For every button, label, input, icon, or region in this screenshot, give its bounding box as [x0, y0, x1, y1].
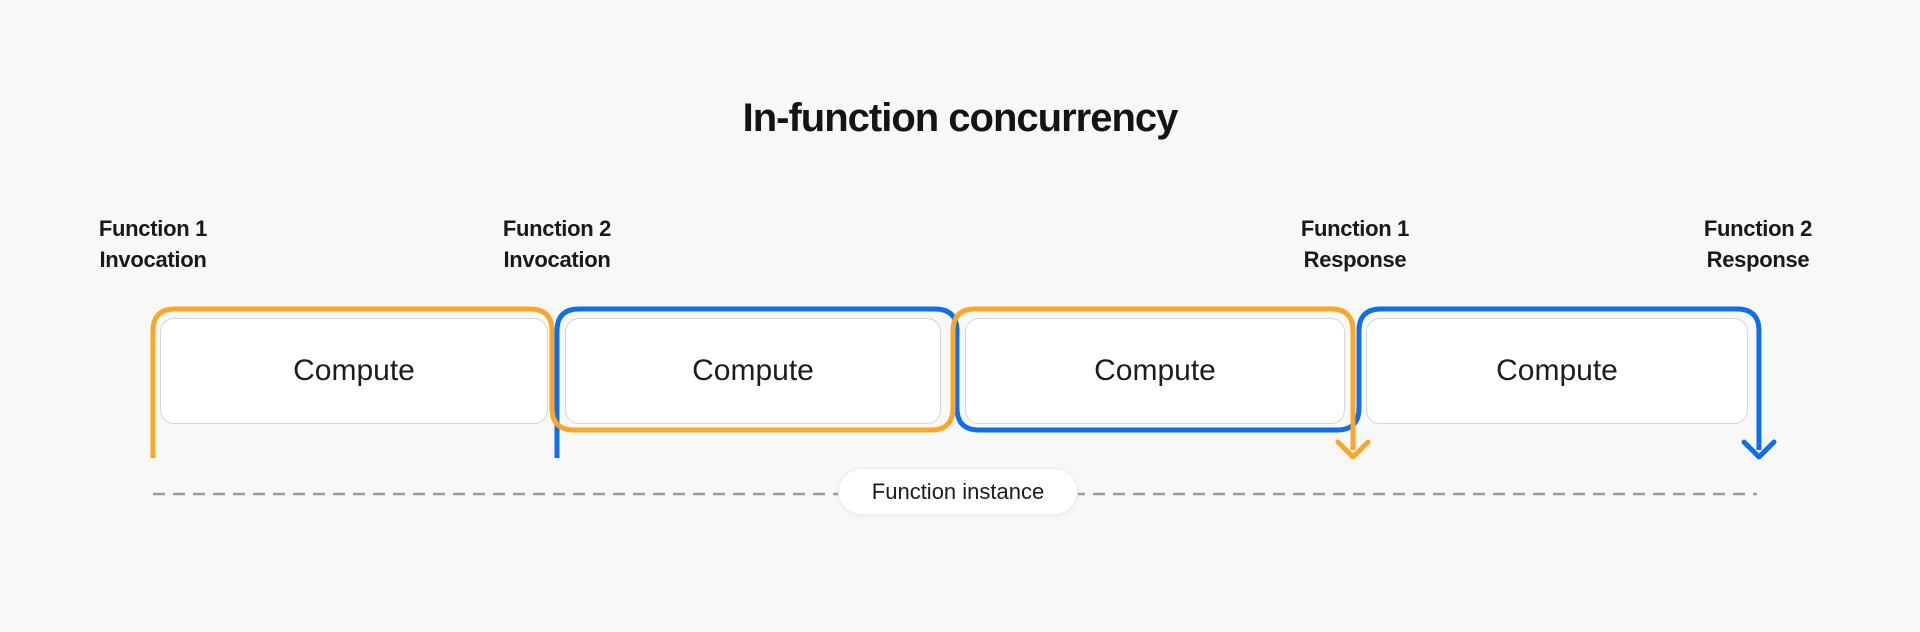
compute-box-3-label: Compute — [1094, 354, 1216, 387]
label-function1-invocation: Function 1 Invocation — [3, 213, 303, 275]
function-instance-pill-label: Function instance — [871, 478, 1045, 504]
label-function2-invocation-line1: Function 2 — [502, 216, 612, 241]
label-function1-invocation-line1: Function 1 — [98, 216, 208, 241]
function-instance-pill: Function instance — [838, 468, 1078, 515]
diagram-title: In-function concurrency — [742, 96, 1179, 140]
compute-box-1: Compute — [160, 318, 548, 424]
compute-box-4-label: Compute — [1496, 354, 1618, 387]
label-function2-response-line2: Response — [1706, 247, 1810, 272]
label-function1-response-line2: Response — [1303, 247, 1407, 272]
compute-box-2: Compute — [565, 318, 941, 424]
compute-box-4: Compute — [1366, 318, 1748, 424]
function2-timeline-path — [554, 306, 1762, 458]
label-function2-response: Function 2 Response — [1608, 213, 1908, 275]
compute-box-1-label: Compute — [293, 354, 415, 387]
label-function1-invocation-line2: Invocation — [99, 247, 207, 272]
function2-response-arrowhead-icon — [1741, 439, 1777, 460]
label-function2-response-line1: Function 2 — [1703, 216, 1813, 241]
function1-response-arrowhead-icon — [1335, 439, 1371, 460]
label-function2-invocation: Function 2 Invocation — [407, 213, 707, 275]
compute-box-2-label: Compute — [692, 354, 814, 387]
function1-timeline-path — [150, 306, 1356, 458]
label-function1-response-line1: Function 1 — [1300, 216, 1410, 241]
label-function2-invocation-line2: Invocation — [503, 247, 611, 272]
label-function1-response: Function 1 Response — [1205, 213, 1505, 275]
compute-box-3: Compute — [965, 318, 1345, 424]
